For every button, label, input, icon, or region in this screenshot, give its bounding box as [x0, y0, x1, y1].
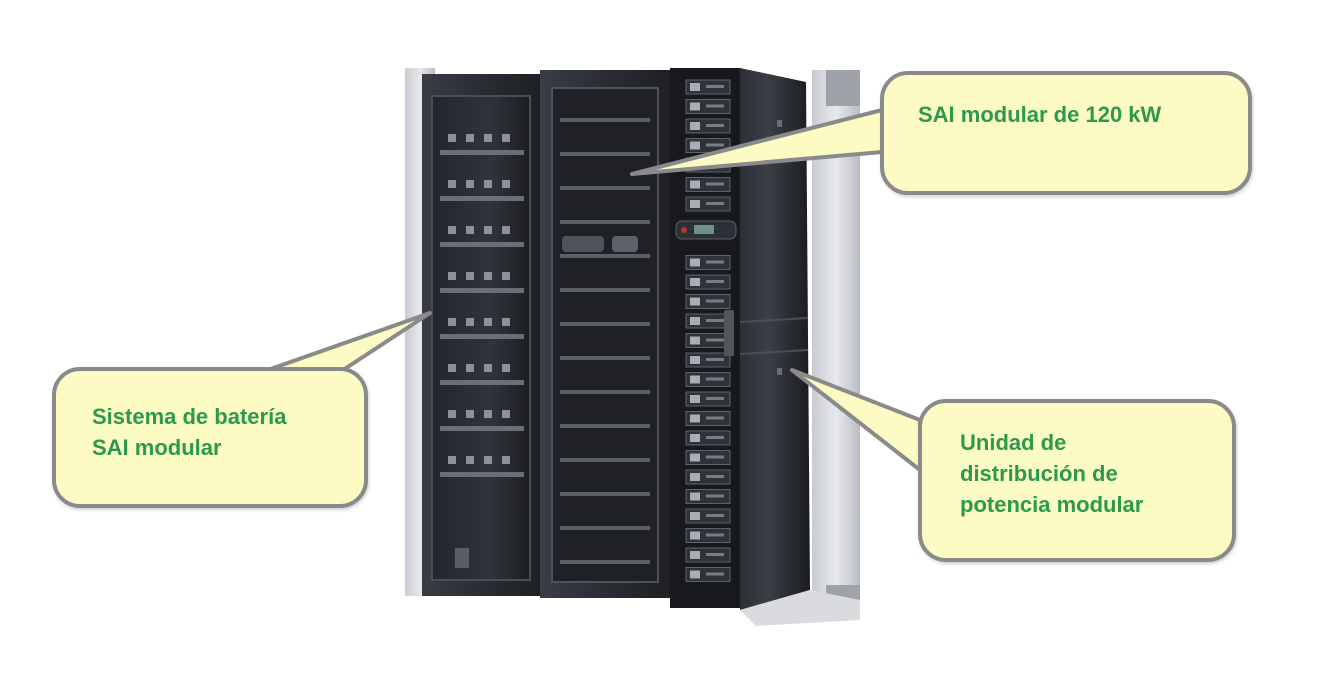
callout-power-distribution: Unidad de distribución de potencia modul…	[918, 399, 1236, 562]
callout-ups-module: SAI modular de 120 kW	[880, 71, 1252, 195]
battery-cabinet	[422, 74, 540, 596]
callout-text: Unidad de	[960, 430, 1067, 455]
callout-text: distribución de	[960, 461, 1118, 486]
ups-frame-cabinet	[540, 70, 670, 598]
cabinet-edge-right	[812, 70, 860, 616]
pdu-cabinet	[724, 68, 860, 626]
callout-battery-system: Sistema de batería SAI modular	[52, 367, 368, 508]
callout-text: potencia modular	[960, 492, 1144, 517]
callout-text: Sistema de batería	[92, 404, 287, 429]
callout-text: SAI modular	[92, 435, 222, 460]
callout-text: SAI modular de 120 kW	[918, 102, 1162, 127]
